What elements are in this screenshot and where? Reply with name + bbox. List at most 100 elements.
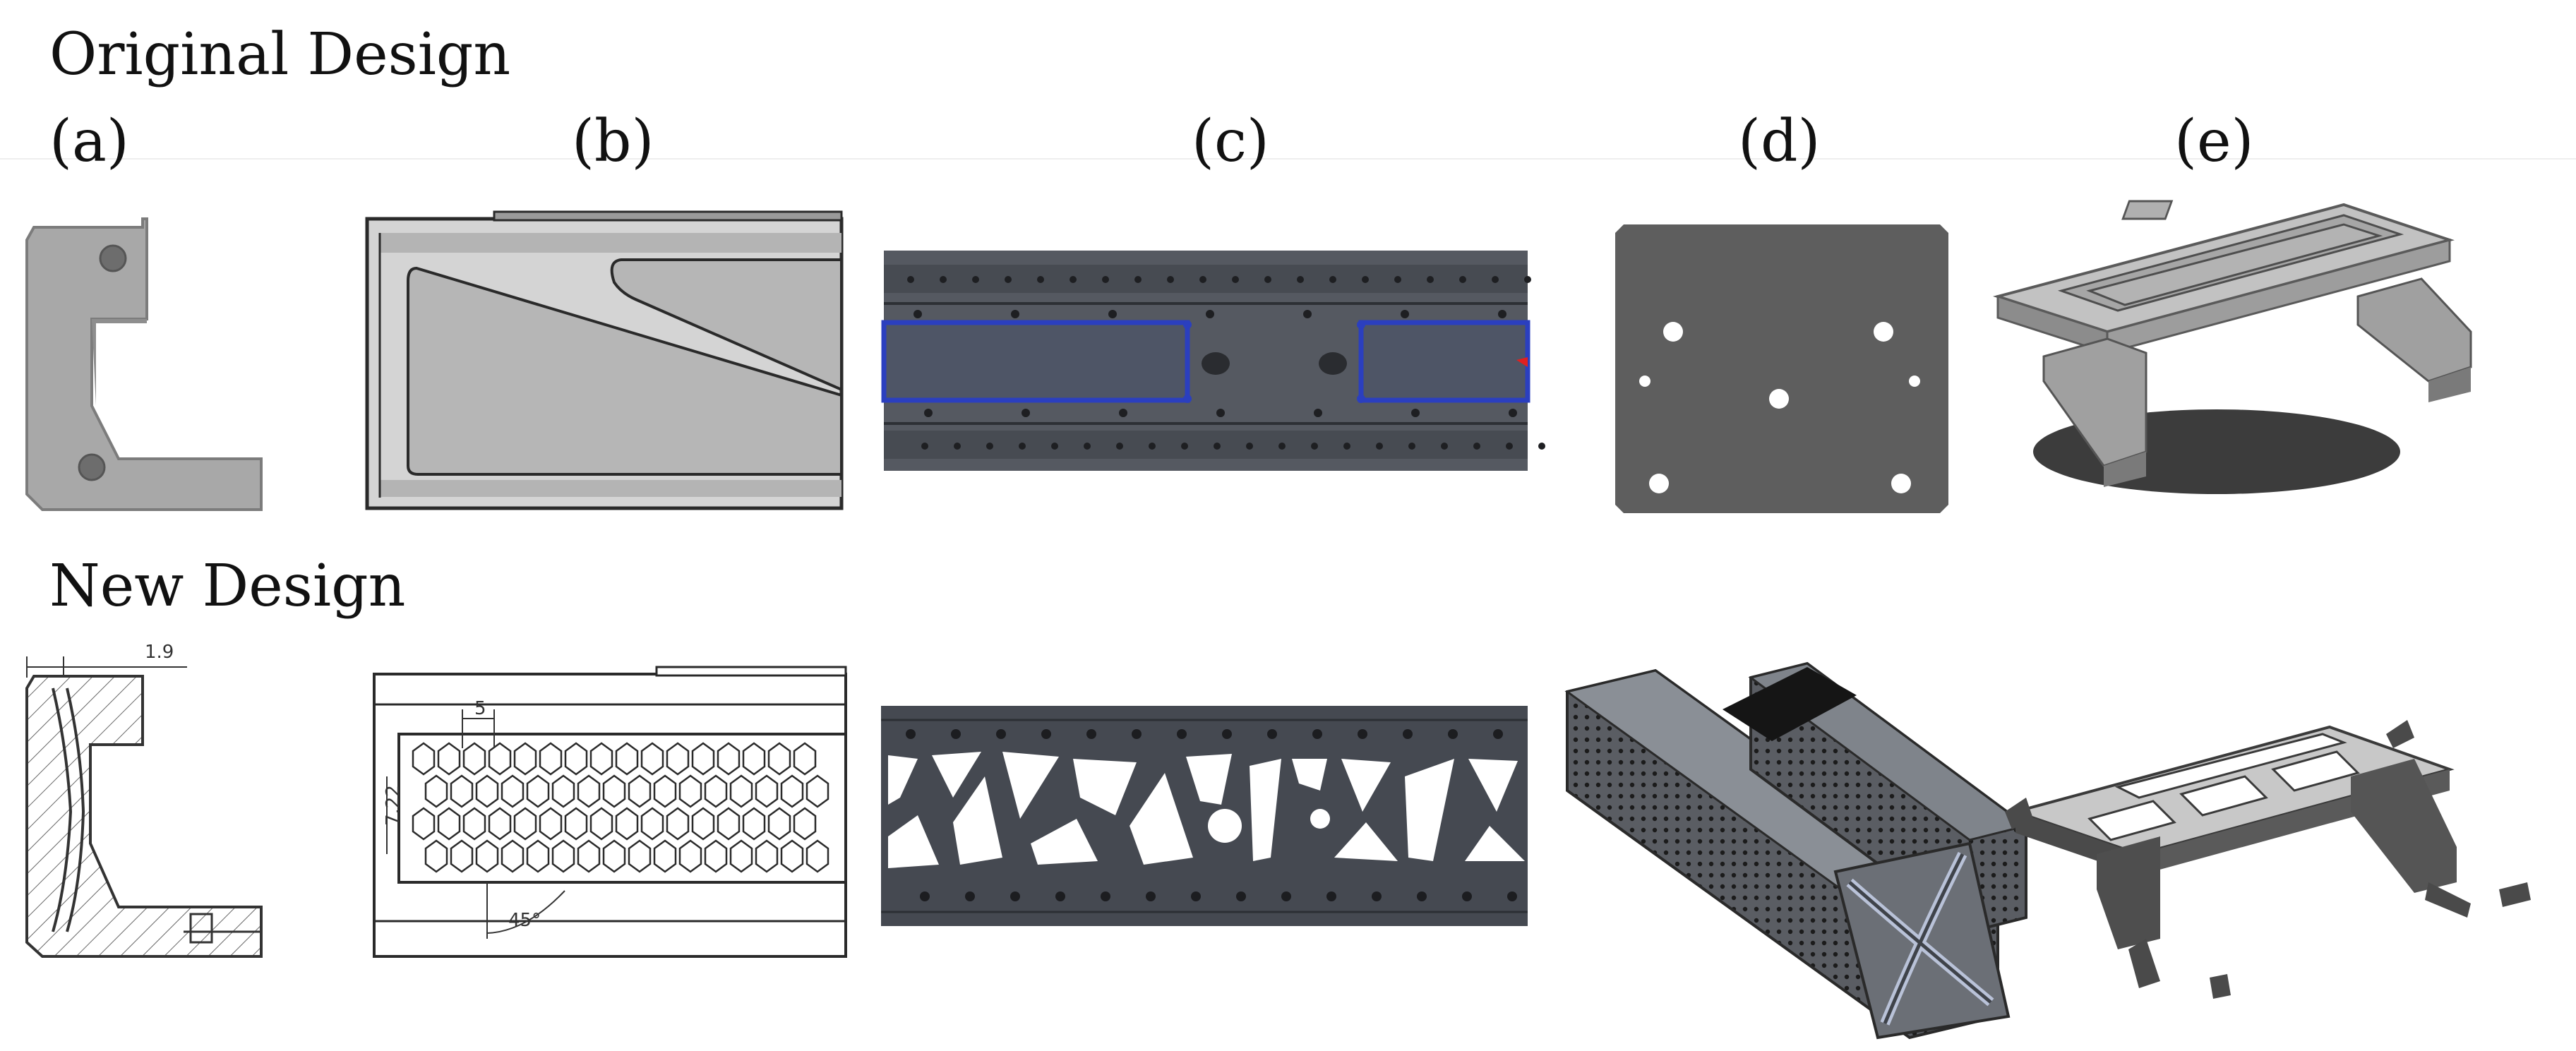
hole <box>1303 310 1312 318</box>
hex-cell <box>793 742 817 776</box>
hole <box>954 443 961 450</box>
hole <box>986 443 993 450</box>
hex-cell <box>602 774 626 808</box>
dim-cell-size: 5 <box>474 698 486 719</box>
highlighted-pocket <box>1358 320 1530 403</box>
hex-cell <box>678 839 702 873</box>
hole-pattern <box>907 276 1545 450</box>
hole <box>1427 276 1434 283</box>
original-design-title: Original Design <box>49 21 510 88</box>
hole <box>1084 443 1091 450</box>
hole <box>1267 729 1277 739</box>
hole <box>1329 276 1336 283</box>
hole <box>1181 443 1188 450</box>
hex-cell <box>640 742 664 776</box>
hex-cell <box>793 807 817 841</box>
hole <box>906 729 916 739</box>
hex-cell <box>729 839 753 873</box>
hole <box>1403 729 1413 739</box>
hole <box>1401 310 1409 318</box>
new-b-lattice-beam: 5 7.22 45° <box>373 666 847 958</box>
original-c-topview <box>881 251 1545 471</box>
hex-cell <box>501 839 525 873</box>
hex-cell <box>742 742 766 776</box>
foot-lugs <box>2005 720 2531 999</box>
hole <box>1102 276 1109 283</box>
hex-cell <box>602 839 626 873</box>
hole <box>1462 891 1472 901</box>
hole <box>1206 310 1214 318</box>
hole <box>1278 443 1286 450</box>
hex-cell <box>539 807 563 841</box>
highlighted-pocket <box>881 320 1190 403</box>
hex-cell <box>653 774 677 808</box>
hole <box>1051 443 1058 450</box>
hole <box>1005 276 1012 283</box>
hex-cell <box>564 742 588 776</box>
hole <box>1134 276 1142 283</box>
hole <box>1191 891 1201 901</box>
hole <box>1538 443 1545 450</box>
hex-cell <box>691 807 715 841</box>
hole <box>1010 891 1020 901</box>
hole <box>1232 276 1239 283</box>
hole <box>1101 891 1110 901</box>
hole <box>913 310 922 318</box>
hole <box>1362 276 1369 283</box>
hex-cell <box>564 807 588 841</box>
original-d-plate <box>1615 224 1948 513</box>
hex-cell <box>513 807 537 841</box>
hole <box>1506 443 1513 450</box>
hex-cell <box>462 742 486 776</box>
new-a-section: 1.9 <box>25 642 263 958</box>
hex-cell <box>640 807 664 841</box>
hex-cell <box>717 742 741 776</box>
hex-cell <box>729 774 753 808</box>
dim-wall-thickness: 1.9 <box>145 642 174 663</box>
hex-cell <box>475 774 499 808</box>
hex-cell <box>450 774 474 808</box>
hex-cell <box>628 774 652 808</box>
hole <box>1326 891 1336 901</box>
hex-cell <box>577 839 601 873</box>
dim-height: 7.22 <box>383 785 404 826</box>
hole <box>1236 891 1246 901</box>
hole <box>1493 729 1503 739</box>
hex-cell <box>666 742 690 776</box>
hex-cell <box>805 774 829 808</box>
hex-cell <box>424 839 448 873</box>
hole <box>1376 443 1383 450</box>
hole <box>920 891 930 901</box>
bolt-hole <box>99 244 127 272</box>
hole <box>1498 310 1506 318</box>
hole <box>907 276 914 283</box>
hole <box>1492 276 1499 283</box>
weight-cutouts <box>2087 733 2360 841</box>
hex-cell <box>412 742 436 776</box>
original-e-base <box>1992 200 2472 494</box>
panel-label-b: (b) <box>572 108 654 175</box>
hex-cell <box>653 839 677 873</box>
new-d-perforated-channel <box>1564 661 2029 1040</box>
hex-cell <box>742 807 766 841</box>
hex-cell <box>704 774 728 808</box>
hex-cell <box>551 839 575 873</box>
original-b-beam <box>365 210 844 510</box>
hole <box>924 409 933 417</box>
hole <box>1343 443 1350 450</box>
panel-label-a: (a) <box>49 108 129 175</box>
hex-cell <box>666 807 690 841</box>
hole <box>1448 729 1458 739</box>
hex-cell <box>805 839 829 873</box>
hex-lattice <box>412 742 829 873</box>
hole <box>1358 729 1367 739</box>
hex-cell <box>780 839 804 873</box>
hole <box>1086 729 1096 739</box>
hex-cell <box>475 839 499 873</box>
hole <box>1524 276 1531 283</box>
optimised-voids <box>888 752 1525 868</box>
hole <box>1411 409 1420 417</box>
hole <box>1394 276 1401 283</box>
hex-cell <box>704 839 728 873</box>
